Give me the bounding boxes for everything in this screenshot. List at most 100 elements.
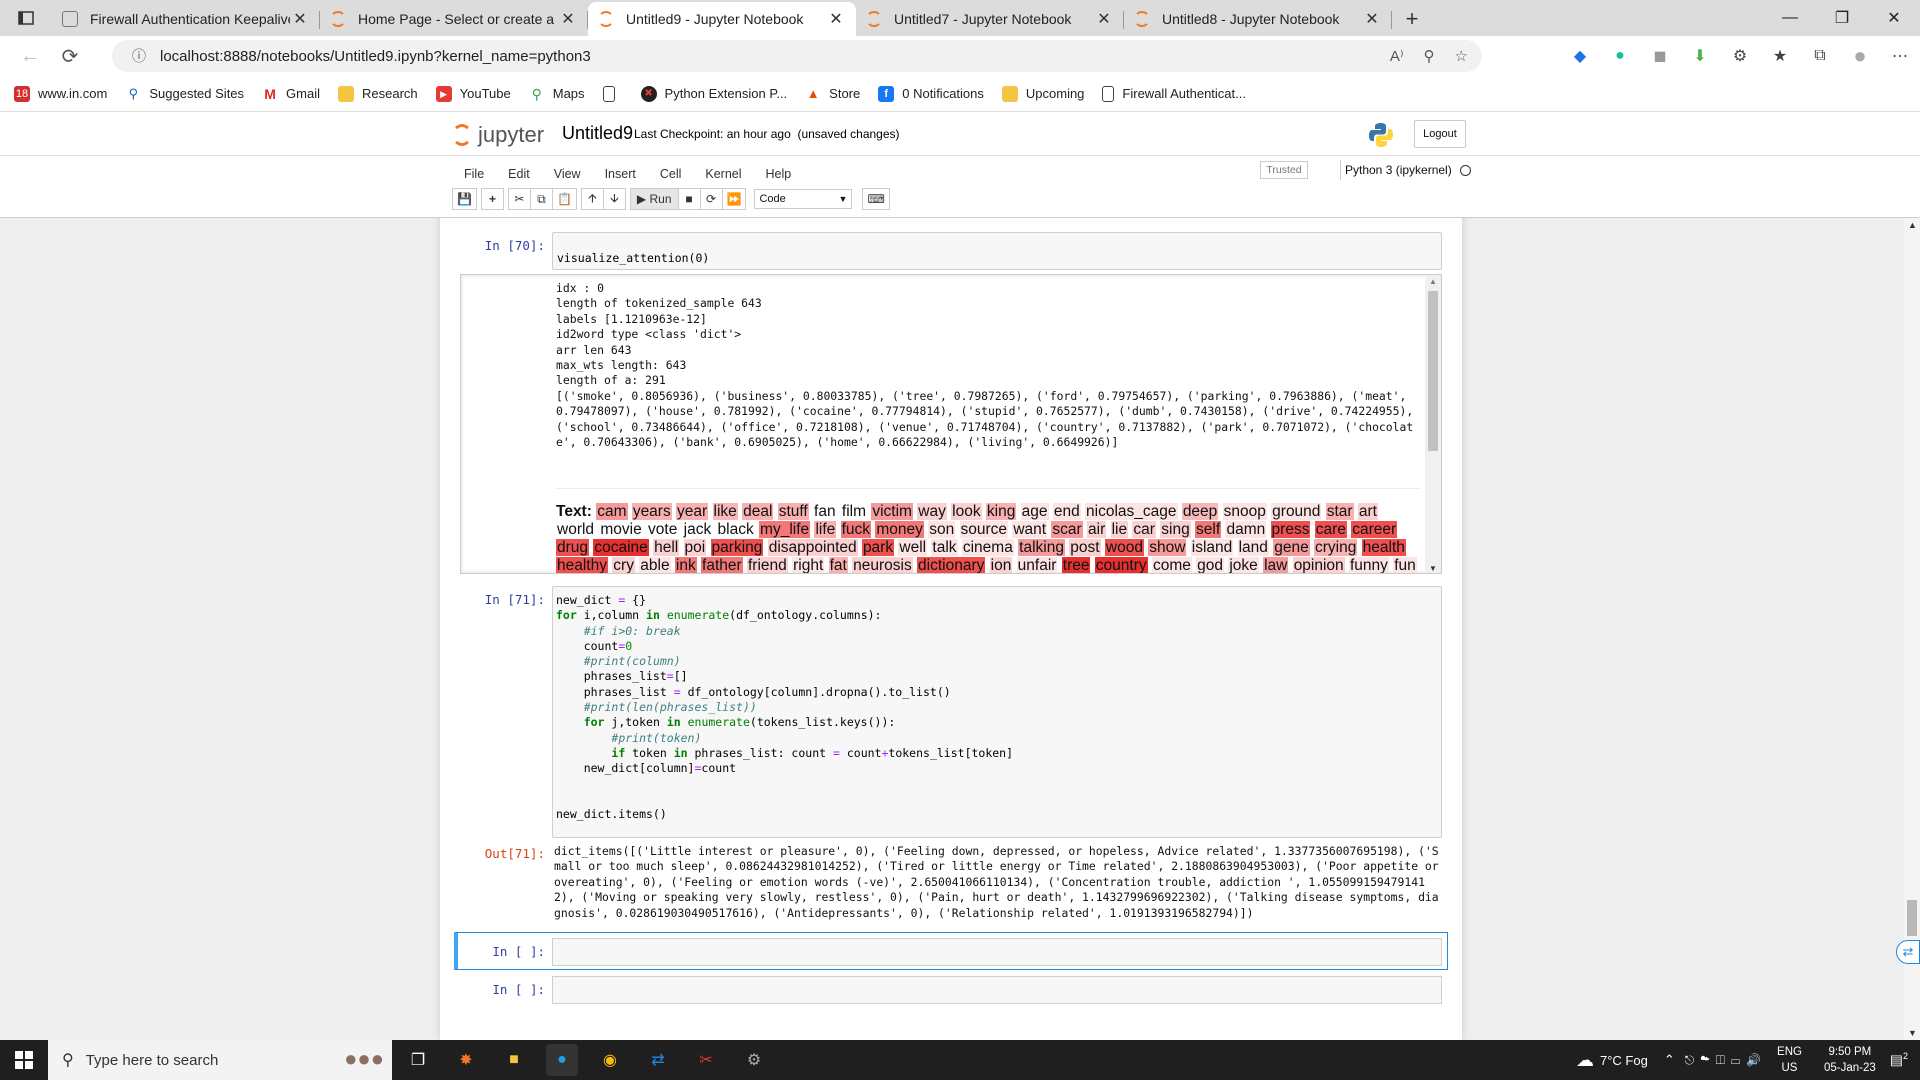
grammarly-icon[interactable]: ● — [1615, 47, 1625, 64]
weather-text[interactable]: 7°C Fog — [1599, 1052, 1648, 1068]
browser-tab[interactable]: Firewall Authentication Keepalive✕ — [52, 2, 320, 36]
cell-70-output-scroll[interactable]: idx : 0 length of tokenized_sample 643 l… — [460, 274, 1442, 574]
close-tab-icon[interactable]: ✕ — [1097, 11, 1111, 28]
interrupt-icon[interactable]: ■ — [677, 188, 701, 210]
copy-icon[interactable]: ⧉ — [529, 188, 553, 210]
tray-icons[interactable]: ⎋☁◫▭🔊 — [1684, 1052, 1768, 1067]
run-button[interactable]: ▶ Run — [629, 188, 679, 210]
menu-insert[interactable]: Insert — [604, 167, 636, 181]
browser-tab[interactable]: Untitled8 - Jupyter Notebook✕ — [1124, 2, 1392, 36]
bookmark-python-extension[interactable]: ✖Python Extension P... — [640, 85, 787, 102]
cell-type-select[interactable]: Code▼ — [754, 189, 853, 209]
notification-center-icon[interactable]: ▤2 — [1889, 1051, 1908, 1068]
scroll-up-icon[interactable]: ▲ — [1429, 277, 1437, 286]
site-info-icon[interactable]: ⓘ — [132, 48, 146, 64]
bookmark-upcoming[interactable]: Upcoming — [1001, 85, 1084, 102]
move-down-icon[interactable]: 🡫 — [602, 188, 626, 210]
misc-app-icon[interactable]: ⚙ — [746, 1052, 762, 1069]
chrome-icon[interactable]: ◉ — [603, 1052, 617, 1069]
task-view-icon[interactable]: ❐ — [410, 1052, 426, 1069]
restart-run-all-icon[interactable]: ⏩ — [721, 188, 747, 210]
download-extension-icon[interactable]: ⬇ — [1693, 48, 1707, 65]
jupyter-app-icon[interactable]: ✸ — [459, 1052, 473, 1069]
page-scroll-down-icon[interactable]: ▼ — [1908, 1028, 1917, 1038]
restore-icon[interactable]: ❐ — [1834, 10, 1850, 27]
bookmark-suggested-sites[interactable]: ⚲Suggested Sites — [125, 86, 244, 102]
close-tab-icon[interactable]: ✕ — [293, 11, 307, 28]
save-icon[interactable]: 💾 — [452, 188, 477, 210]
snipping-app-icon[interactable]: ✂ — [699, 1052, 713, 1069]
url-field[interactable]: ⓘ localhost:8888/notebooks/Untitled9.ipy… — [112, 40, 1482, 72]
bookmark-research[interactable]: Research — [338, 85, 418, 102]
browser-tab[interactable]: Untitled9 - Jupyter Notebook✕ — [588, 2, 856, 36]
new-tab-button[interactable]: + — [1405, 6, 1419, 31]
menu-cell[interactable]: Cell — [659, 167, 682, 181]
teamviewer-icon[interactable]: ⇄ — [651, 1052, 665, 1069]
browser-tab[interactable]: Untitled7 - Jupyter Notebook✕ — [856, 2, 1124, 36]
cell-71-input[interactable]: new_dict = {} for i,column in enumerate(… — [552, 586, 1442, 838]
close-tab-icon[interactable]: ✕ — [1365, 11, 1379, 28]
output-scrollbar[interactable]: ▲ ▼ — [1425, 275, 1441, 573]
close-tab-icon[interactable]: ✕ — [829, 11, 843, 28]
menu-help[interactable]: Help — [765, 167, 792, 181]
notebook-name[interactable]: Untitled9 — [562, 123, 634, 143]
tray-chevron-icon[interactable]: ⌃ — [1663, 1052, 1675, 1067]
minimize-icon[interactable]: — — [1782, 9, 1798, 26]
collections-icon[interactable]: ⧉ — [1814, 47, 1826, 64]
page-scroll-up-icon[interactable]: ▲ — [1908, 220, 1917, 230]
bookmark-maps[interactable]: ⚲Maps — [529, 86, 585, 102]
trusted-badge[interactable]: Trusted — [1260, 161, 1308, 179]
extensions-icon[interactable]: ⚙ — [1732, 48, 1748, 65]
edge-icon[interactable]: ● — [546, 1044, 578, 1076]
cell-70-input[interactable]: visualize_attention(0) — [552, 232, 1442, 270]
page-scrollbar-thumb[interactable] — [1907, 900, 1917, 936]
refresh-icon[interactable]: ⟳ — [61, 45, 79, 68]
menu-view[interactable]: View — [553, 167, 581, 181]
favorites-icon[interactable]: ★ — [1772, 48, 1788, 65]
bookmark-store[interactable]: ▲Store — [805, 86, 861, 102]
empty-cell-2-input[interactable] — [552, 976, 1442, 1004]
restart-icon[interactable]: ⟳ — [699, 188, 723, 210]
browser-tab[interactable]: Home Page - Select or create a notebook✕ — [320, 2, 588, 36]
selected-cell-highlight[interactable] — [454, 932, 1448, 970]
file-explorer-icon[interactable]: ■ — [509, 1051, 519, 1068]
taskbar-search[interactable]: ⚲Type here to search●●● — [48, 1040, 392, 1080]
page-scrollbar[interactable]: ▲ ▼ — [1904, 218, 1920, 1040]
move-up-icon[interactable]: 🡩 — [580, 188, 604, 210]
menu-kernel[interactable]: Kernel — [705, 167, 742, 181]
extension-gray-icon[interactable]: ◼ — [1653, 48, 1667, 65]
empty-cell-1-input[interactable] — [552, 938, 1442, 966]
logout-button[interactable]: Logout — [1414, 120, 1466, 148]
jupyter-logo[interactable]: jupyter — [452, 122, 544, 148]
bookmark-firewall[interactable]: Firewall Authenticat... — [1102, 85, 1246, 102]
extension-shield-icon[interactable]: ◆ — [1573, 48, 1587, 65]
zoom-icon[interactable]: ⚲ — [1423, 48, 1435, 65]
output-scrollbar-thumb[interactable] — [1428, 291, 1438, 451]
bookmark-page[interactable] — [602, 85, 623, 102]
bookmark-youtube[interactable]: ▶YouTube — [435, 85, 511, 102]
back-icon[interactable]: ← — [20, 44, 40, 67]
scroll-down-icon[interactable]: ▼ — [1429, 564, 1437, 573]
command-palette-icon[interactable]: ⌨ — [862, 188, 890, 210]
paste-icon[interactable]: 📋 — [551, 188, 577, 210]
more-menu-icon[interactable]: ⋯ — [1892, 48, 1908, 65]
cut-icon[interactable]: ✂ — [507, 188, 531, 210]
kernel-indicator[interactable]: Python 3 (ipykernel) — [1340, 160, 1471, 180]
favorite-star-icon[interactable]: ☆ — [1454, 48, 1468, 65]
tab-actions-icon[interactable] — [0, 0, 52, 36]
start-button[interactable] — [0, 1040, 48, 1080]
close-window-icon[interactable]: ✕ — [1887, 10, 1901, 27]
menu-edit[interactable]: Edit — [508, 167, 530, 181]
weather-icon[interactable]: ☁ — [1575, 1049, 1594, 1070]
insert-cell-icon[interactable]: + — [480, 188, 504, 210]
profile-avatar-icon[interactable]: ● — [1853, 43, 1867, 68]
menu-file[interactable]: File — [464, 167, 485, 181]
read-aloud-icon[interactable]: A⁾ — [1389, 48, 1404, 65]
side-widget-icon[interactable]: ⇄ — [1896, 940, 1920, 964]
close-tab-icon[interactable]: ✕ — [561, 11, 575, 28]
